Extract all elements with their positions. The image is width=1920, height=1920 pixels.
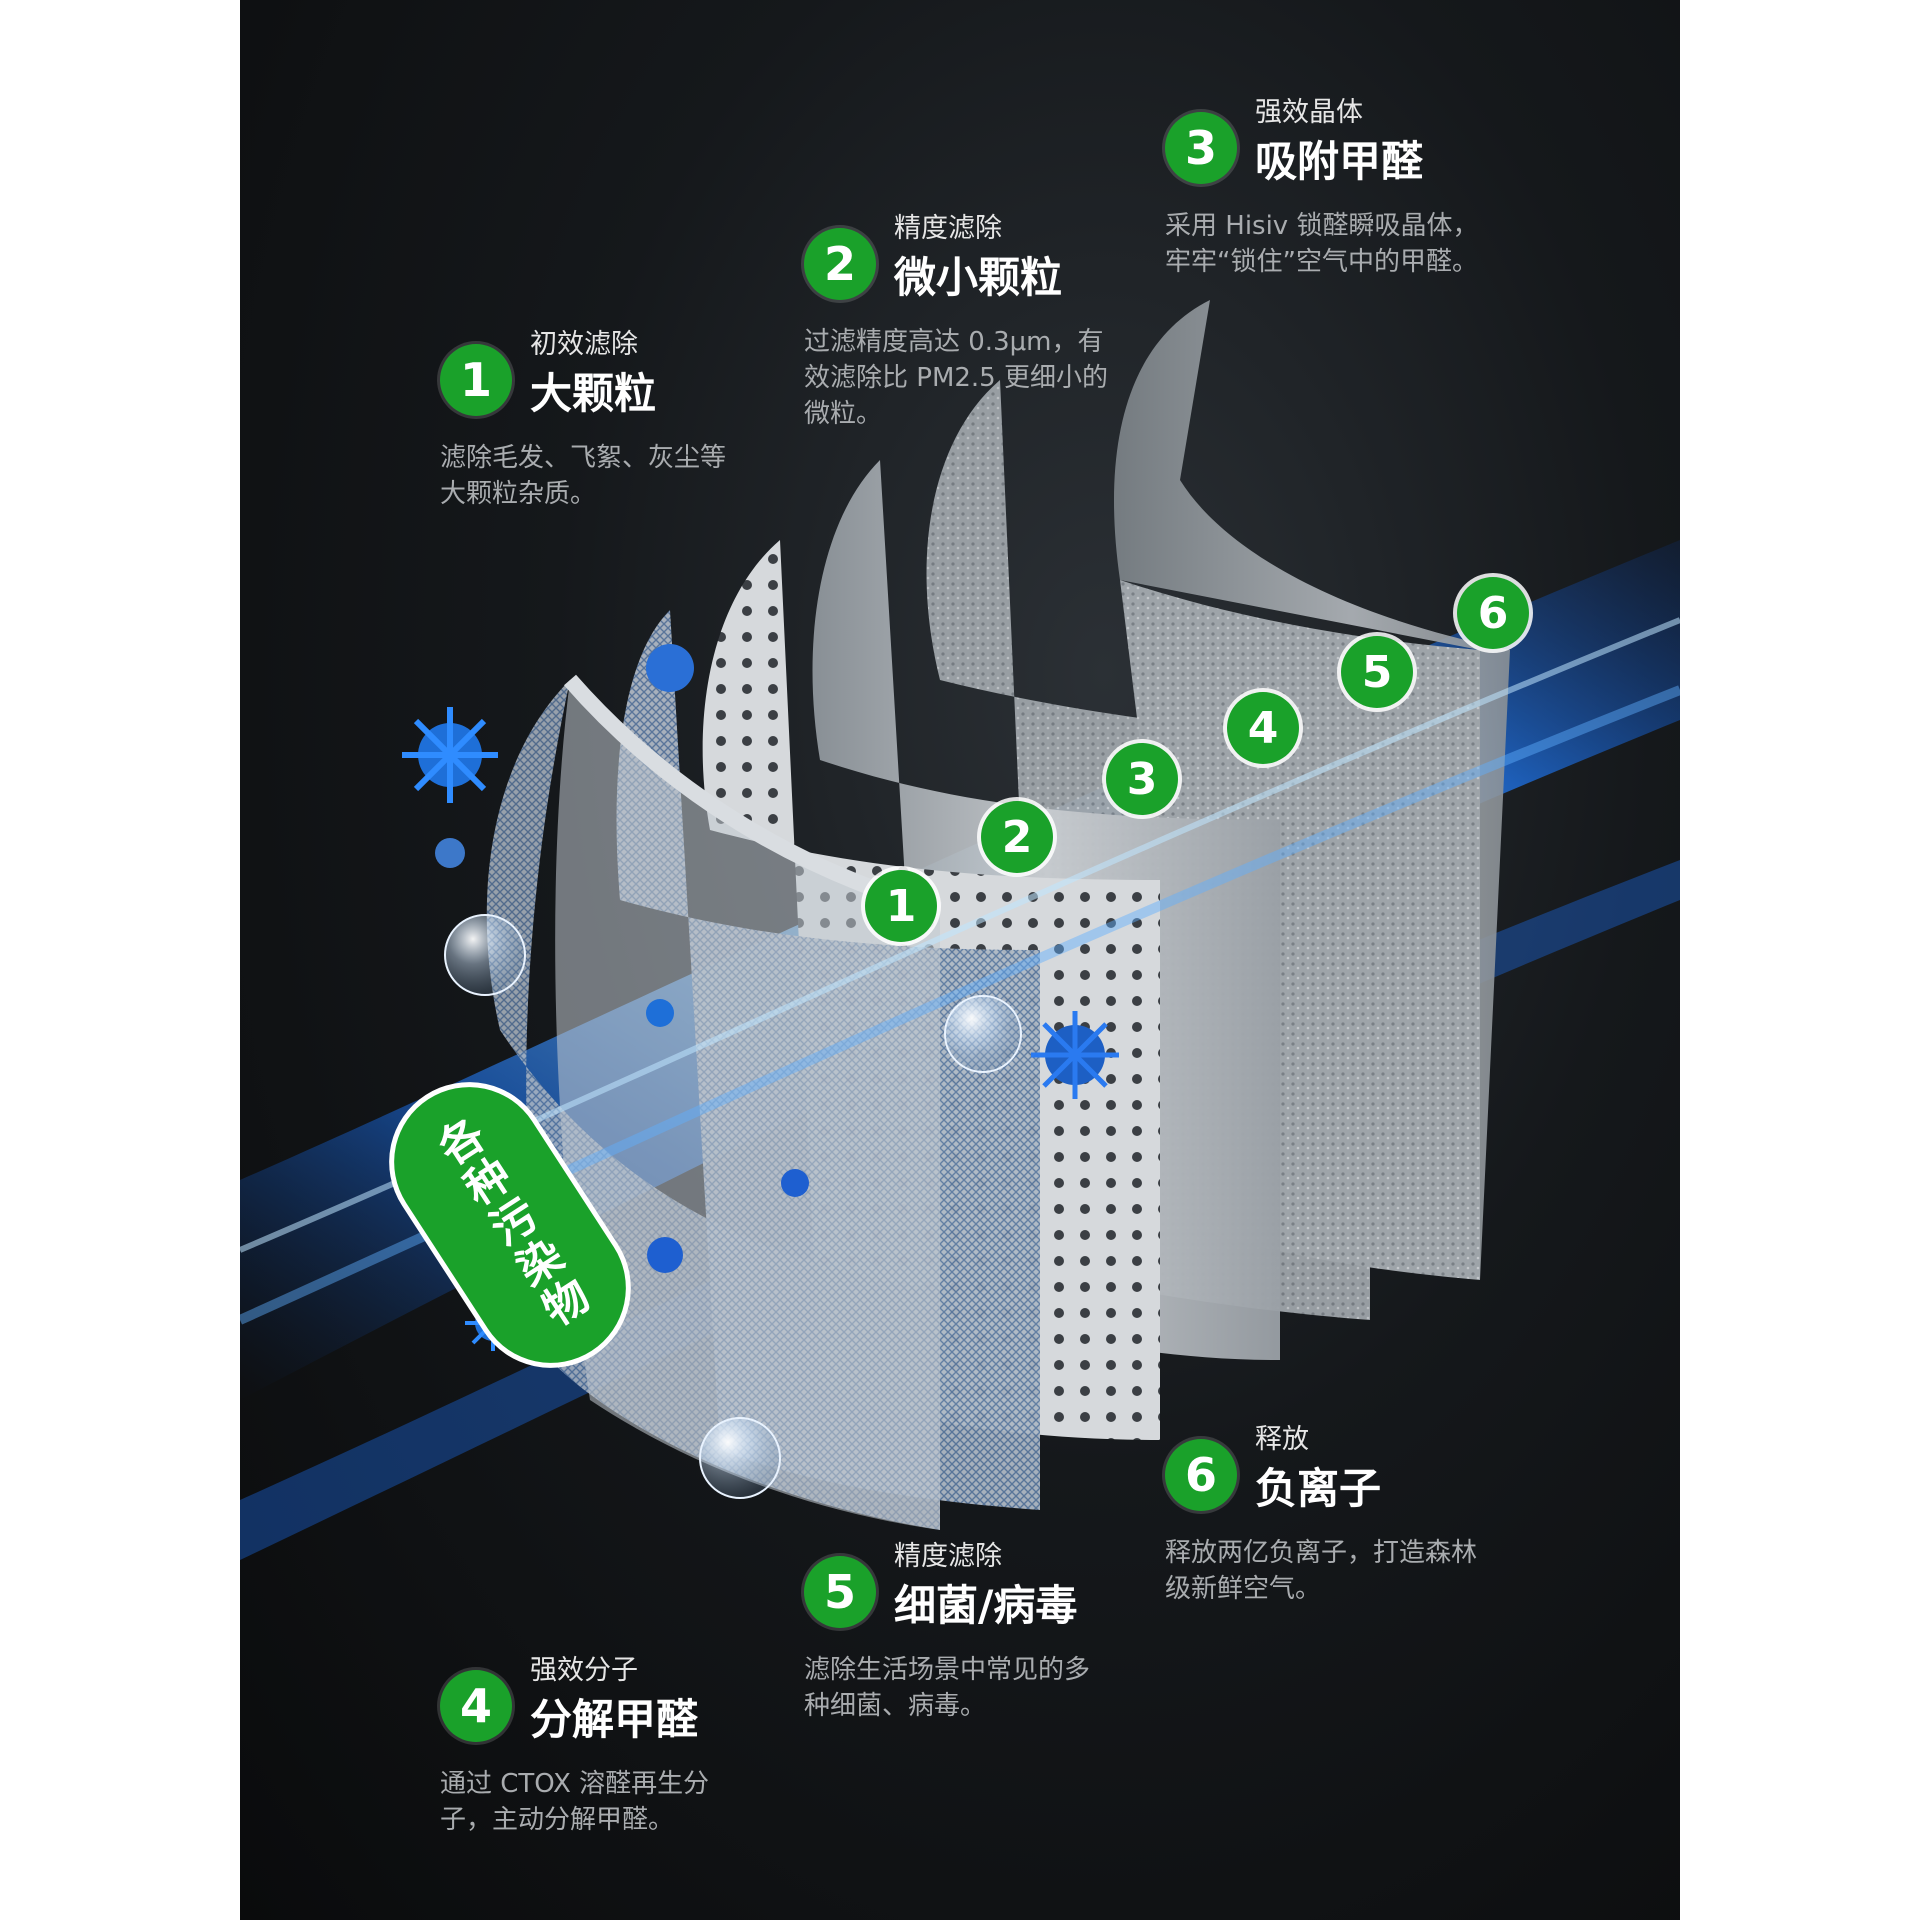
virus-icon — [1031, 1011, 1119, 1099]
callout-title: 负离子 — [1255, 1464, 1382, 1513]
bacteria-icon — [647, 1237, 683, 1273]
bacteria-icon — [435, 838, 465, 868]
product-poster: 1 2 3 4 5 6 各种污染物 1 初效滤除 大颗粒 滤除毛发、飞絮、灰尘等… — [240, 0, 1680, 1920]
bacteria-icon — [646, 644, 694, 692]
callout-title: 吸附甲醛 — [1255, 137, 1424, 186]
callout-description: 通过 CTOX 溶醛再生分子，主动分解甲醛。 — [440, 1769, 710, 1835]
callout-description: 滤除毛发、飞絮、灰尘等大颗粒杂质。 — [440, 443, 727, 509]
callout-subtitle: 精度滤除 — [894, 213, 1002, 244]
callout-subtitle: 强效晶体 — [1255, 97, 1363, 128]
callout-5: 5 精度滤除 细菌/病毒 滤除生活场景中常见的多种细菌、病毒。 — [804, 1534, 1244, 1774]
callout-number: 1 — [440, 344, 512, 416]
layer-badge-4: 4 — [1227, 692, 1299, 764]
callout-subtitle: 释放 — [1255, 1424, 1309, 1455]
callout-description: 过滤精度高达 0.3μm，有效滤除比 PM2.5 更细小的微粒。 — [804, 327, 1108, 429]
callout-title: 微小颗粒 — [894, 253, 1063, 302]
callout-6: 6 释放 负离子 释放两亿负离子，打造森林级新鲜空气。 — [1165, 1417, 1605, 1657]
droplet-icon — [699, 1417, 781, 1499]
layer-badge-6: 6 — [1457, 577, 1529, 649]
callout-subtitle: 初效滤除 — [530, 329, 638, 360]
callout-subtitle: 精度滤除 — [894, 1541, 1002, 1572]
droplet-icon — [944, 995, 1022, 1073]
callout-1: 1 初效滤除 大颗粒 滤除毛发、飞絮、灰尘等大颗粒杂质。 — [440, 322, 860, 562]
callout-number: 4 — [440, 1670, 512, 1742]
callout-number: 5 — [804, 1556, 876, 1628]
callout-number: 2 — [804, 228, 876, 300]
callout-2: 2 精度滤除 微小颗粒 过滤精度高达 0.3μm，有效滤除比 PM2.5 更细小… — [804, 206, 1244, 446]
droplet-icon — [444, 914, 526, 996]
callout-description: 滤除生活场景中常见的多种细菌、病毒。 — [804, 1655, 1091, 1721]
callout-description: 采用 Hisiv 锁醛瞬吸晶体，牢牢“锁住”空气中的甲醛。 — [1165, 211, 1479, 277]
callout-4: 4 强效分子 分解甲醛 通过 CTOX 溶醛再生分子，主动分解甲醛。 — [440, 1648, 860, 1888]
callout-title: 细菌/病毒 — [894, 1581, 1078, 1630]
callout-description: 释放两亿负离子，打造森林级新鲜空气。 — [1165, 1538, 1478, 1604]
callout-3: 3 强效晶体 吸附甲醛 采用 Hisiv 锁醛瞬吸晶体，牢牢“锁住”空气中的甲醛… — [1165, 90, 1605, 330]
callout-title: 分解甲醛 — [530, 1695, 699, 1744]
virus-icon — [402, 707, 498, 803]
bacteria-icon — [781, 1169, 809, 1197]
callout-title: 大颗粒 — [530, 369, 657, 418]
layer-badge-1: 1 — [865, 870, 937, 942]
callout-number: 6 — [1165, 1439, 1237, 1511]
bacteria-icon — [646, 999, 674, 1027]
callout-subtitle: 强效分子 — [530, 1655, 638, 1686]
layer-badge-3: 3 — [1106, 743, 1178, 815]
layer-badge-2: 2 — [981, 801, 1053, 873]
layer-badge-5: 5 — [1341, 636, 1413, 708]
callout-number: 3 — [1165, 112, 1237, 184]
